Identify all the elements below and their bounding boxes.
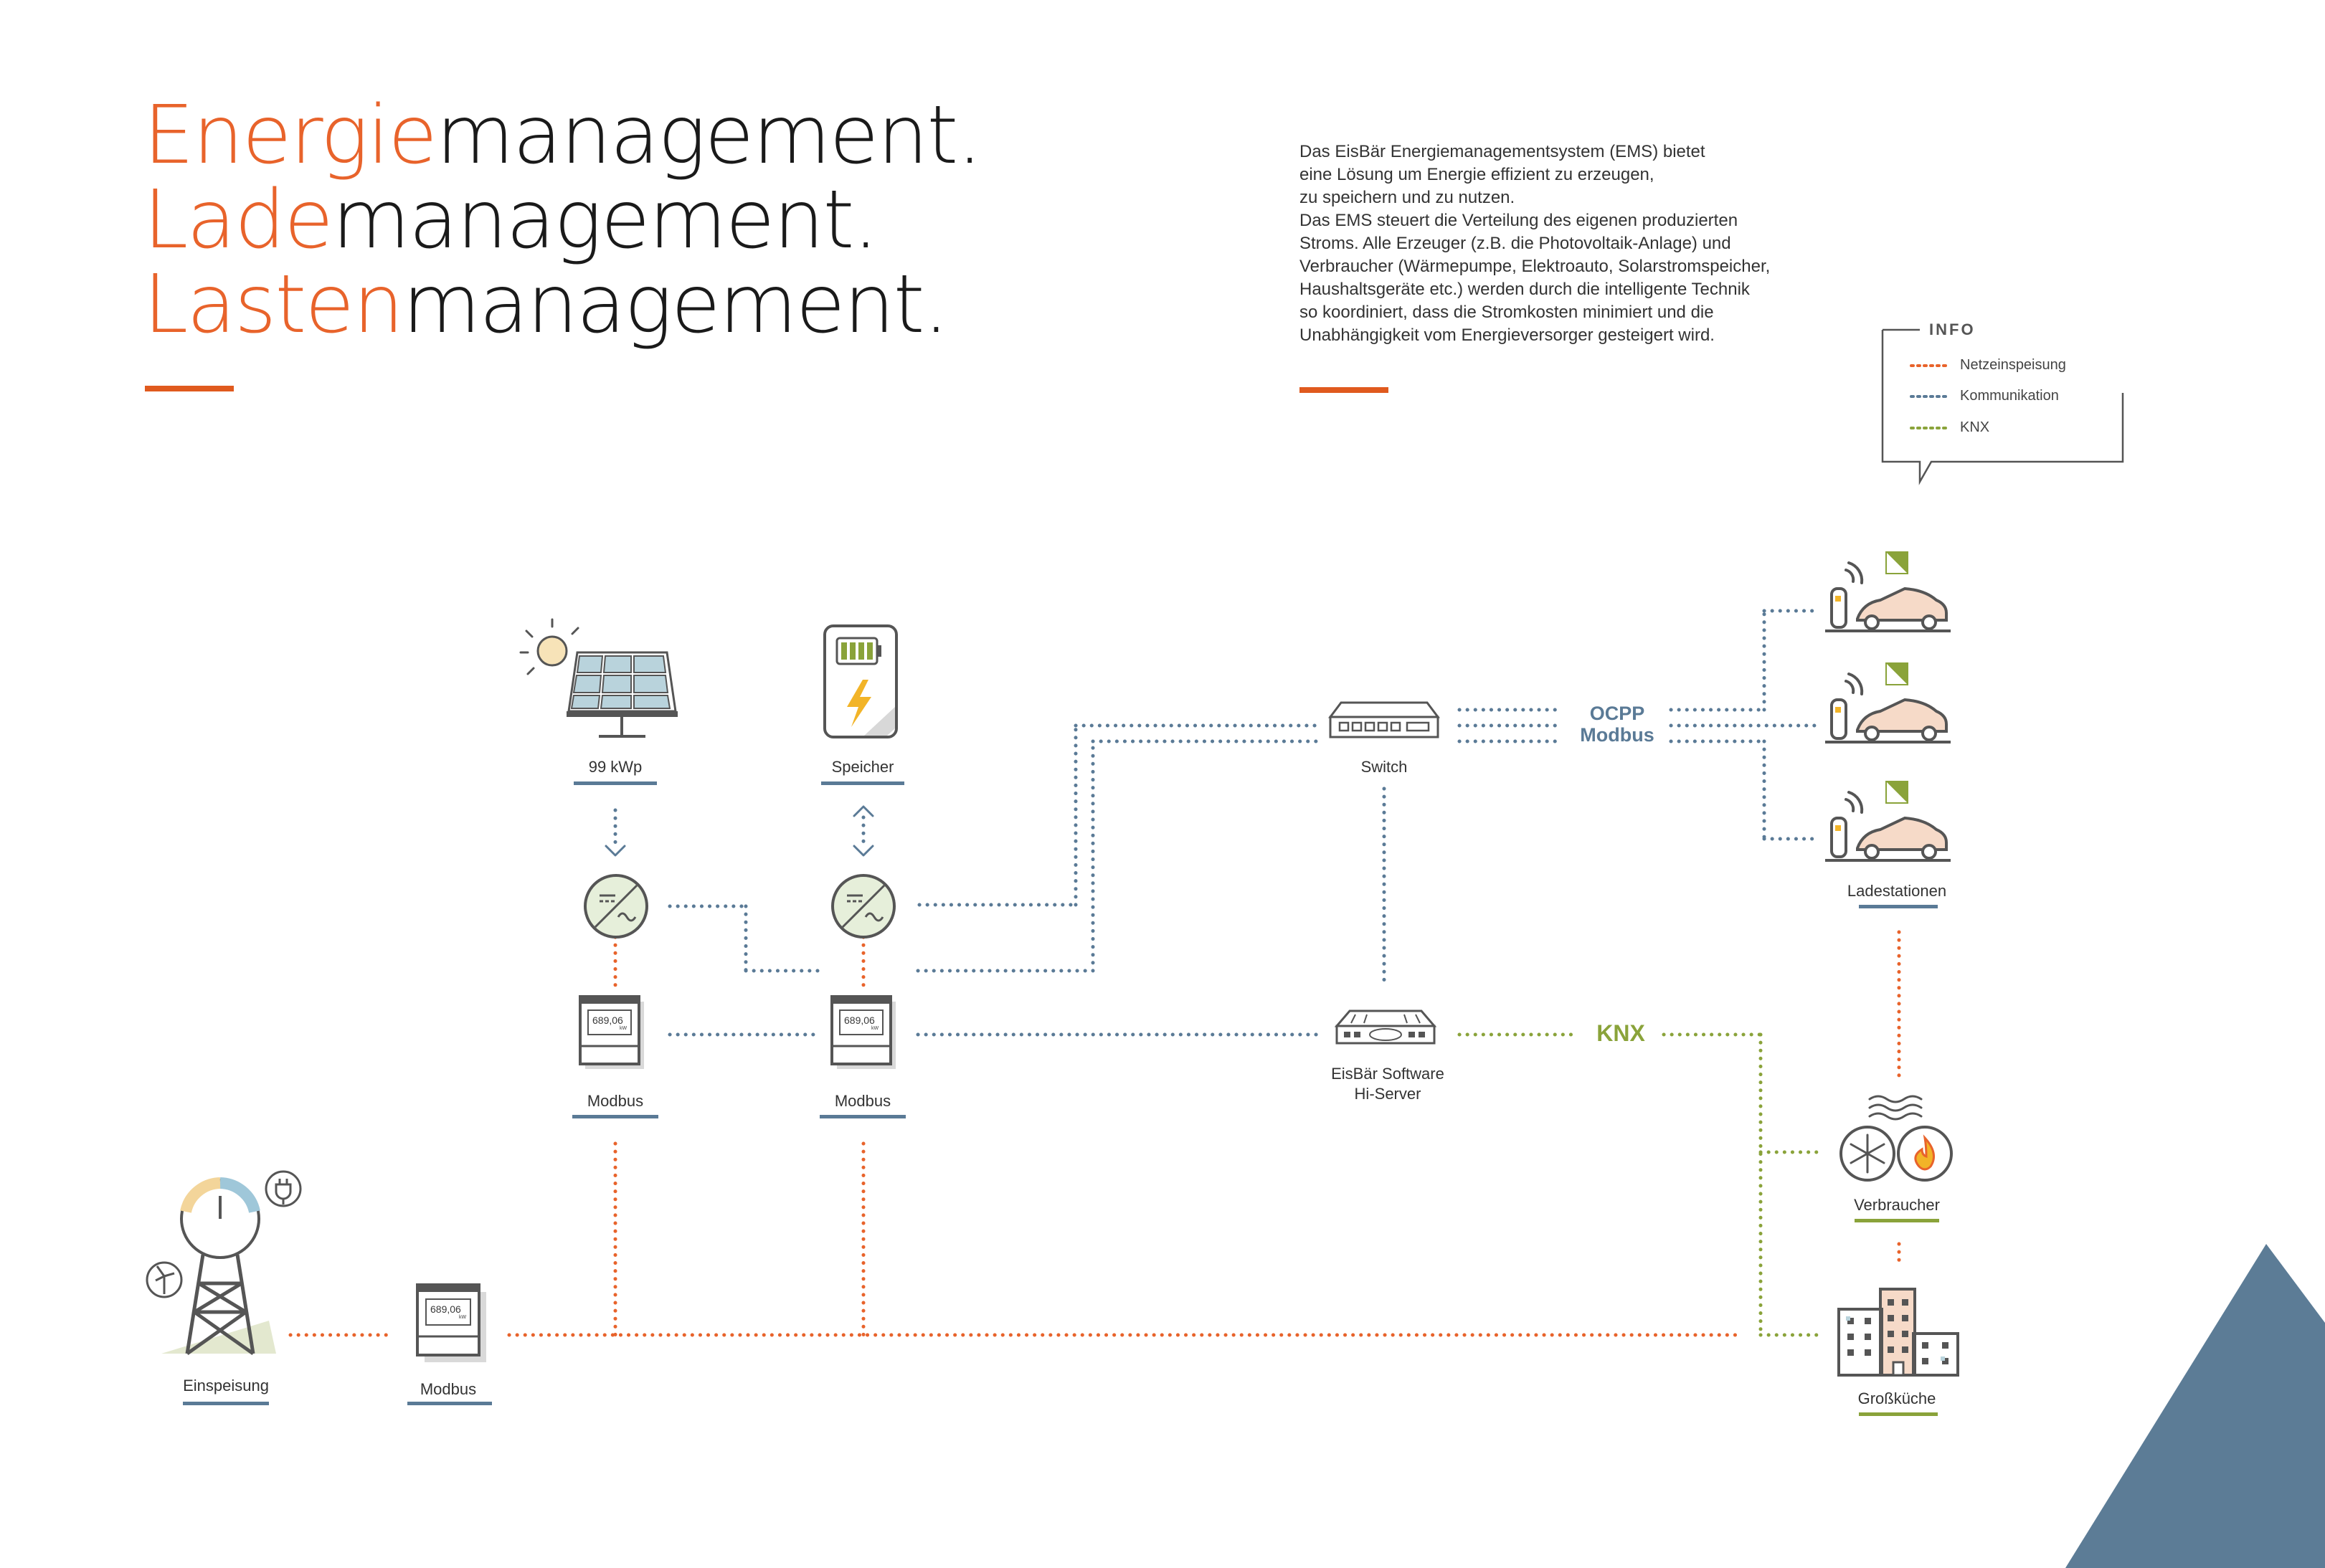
- meter-left-icon: 689,06 kW: [578, 994, 647, 1072]
- power-tower-icon: [146, 1170, 302, 1356]
- charging-station-1-icon: [1825, 551, 1951, 632]
- modbus-left-underline: [572, 1115, 658, 1118]
- switch-label: Switch: [1360, 758, 1408, 776]
- solar-panel-icon: [519, 618, 678, 738]
- modbus-bottom-label: Modbus: [420, 1380, 477, 1398]
- legend-item-netzeinspeisung: Netzeinspeisung: [1960, 357, 2066, 373]
- hi-server-icon: [1334, 1009, 1437, 1045]
- inverter-left-icon: [584, 874, 648, 939]
- plug-icon: [265, 1170, 302, 1207]
- storage-arrow-up-icon: [853, 805, 874, 817]
- headline-line-2: Lademanagement.: [143, 174, 879, 267]
- storage-arrow-down-icon: [853, 845, 874, 857]
- corner-triangle: [2065, 1244, 2325, 1568]
- hi-server-label: EisBär Software Hi-Server: [1331, 1065, 1444, 1103]
- charging-station-3-icon: [1825, 781, 1951, 862]
- feed-in-lines: [288, 927, 1901, 1337]
- modbus-right-underline: [820, 1115, 906, 1118]
- kitchen-underline: [1859, 1412, 1938, 1416]
- communication-lines: [613, 609, 1817, 1037]
- charging-label: Ladestationen: [1847, 882, 1947, 900]
- intro-text: Das EisBär Energiemanagementsystem (EMS)…: [1299, 142, 1771, 345]
- pv-label: 99 kWp: [588, 758, 643, 776]
- flame-icon: [1897, 1126, 1953, 1182]
- meter-right-icon: 689,06 kW: [830, 994, 899, 1072]
- legend-title: INFO: [1929, 320, 1976, 338]
- ocpp-modbus-label: OCPP Modbus: [1580, 703, 1654, 746]
- charging-station-2-icon: [1825, 662, 1951, 743]
- building-icon: [1837, 1288, 1959, 1377]
- headline-line-1: Energiemanagement.: [143, 89, 982, 182]
- headline-rule: [145, 386, 234, 391]
- kitchen-label: Großküche: [1857, 1389, 1936, 1407]
- consumers-label: Verbraucher: [1854, 1196, 1940, 1214]
- heat-waves-icon: [1868, 1095, 1923, 1121]
- pv-arrow-down-icon: [605, 845, 626, 857]
- modbus-bottom-underline: [407, 1402, 492, 1405]
- lightning-icon: [847, 680, 871, 727]
- knx-label: KNX: [1596, 1020, 1645, 1046]
- inverter-right-icon: [831, 874, 896, 939]
- modbus-left-label: Modbus: [587, 1092, 644, 1110]
- consumers-icon: [1839, 1095, 1953, 1182]
- storage-underline: [821, 781, 904, 785]
- legend-box: [1881, 328, 2124, 485]
- battery-storage-icon: [823, 624, 898, 738]
- network-switch-icon: [1328, 701, 1440, 738]
- knx-lines: [1457, 1032, 1820, 1337]
- meter-bottom-icon: 689,06 kW: [415, 1282, 489, 1365]
- consumers-underline: [1855, 1219, 1939, 1222]
- sun-icon: [536, 635, 568, 667]
- headline: Energiemanagement. Lademanagement. Laste…: [143, 89, 982, 351]
- storage-label: Speicher: [831, 758, 894, 776]
- feed-in-label: Einspeisung: [183, 1377, 269, 1394]
- legend-item-knx: KNX: [1960, 419, 1990, 435]
- charging-underline: [1859, 905, 1938, 908]
- feed-in-underline: [183, 1402, 269, 1405]
- headline-line-3: Lastenmanagement.: [143, 258, 949, 351]
- intro-rule: [1299, 387, 1388, 393]
- modbus-right-label: Modbus: [834, 1092, 891, 1110]
- legend-item-kommunikation: Kommunikation: [1960, 388, 2059, 404]
- pv-underline: [574, 781, 657, 785]
